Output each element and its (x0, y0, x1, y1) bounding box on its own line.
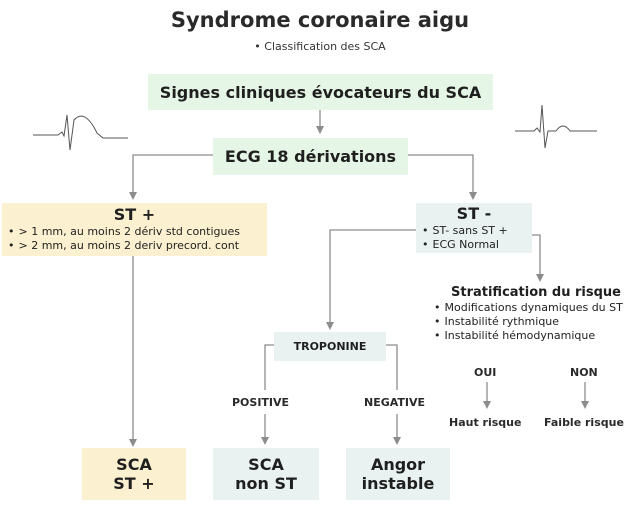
st-plus-bullet: > 2 mm, au moins 2 deriv precord. cont (8, 239, 267, 253)
label-positive: POSITIVE (232, 396, 290, 409)
ecg-waveform-st-elevation-icon (33, 114, 128, 151)
connector-troponine-negative (386, 344, 398, 390)
st-plus-bullet: > 1 mm, au moins 2 dériv std contigues (8, 225, 267, 239)
label-faible-risque: Faible risque (544, 416, 624, 429)
node-troponine: TROPONINE (274, 332, 386, 361)
label-negative: NEGATIVE (364, 396, 426, 409)
page-subtitle: • Classification des SCA (254, 40, 386, 53)
node-angor-instable: Angor instable (346, 448, 450, 500)
ecg-waveform-normal-icon (515, 104, 597, 149)
connector-st-minus-to-stratification (532, 234, 544, 282)
connector-ecg-to-st-plus (129, 154, 213, 200)
node-clinical-signs-label: Signes cliniques évocateurs du SCA (159, 82, 482, 102)
subtitle-text: Classification des SCA (264, 40, 386, 53)
label-haut-risque: Haut risque (449, 416, 522, 429)
page-title: Syndrome coronaire aigu (170, 8, 470, 32)
st-minus-bullet: ST- sans ST + (422, 224, 532, 238)
node-stratification: Stratification du risque Modifications d… (434, 285, 638, 347)
node-sca-non-st-line: non ST (235, 474, 297, 493)
node-troponine-label: TROPONINE (293, 340, 367, 353)
node-st-plus-title: ST + (113, 205, 156, 224)
node-st-plus: ST + > 1 mm, au moins 2 dériv std contig… (2, 203, 267, 256)
connector-st-minus-to-troponine (326, 229, 416, 330)
node-st-minus-title: ST - (456, 204, 492, 223)
node-sca-st-plus-line: ST + (113, 474, 155, 493)
node-angor-line: instable (361, 474, 435, 493)
st-minus-bullet: ECG Normal (422, 238, 532, 252)
node-st-minus: ST - ST- sans ST + ECG Normal (416, 203, 532, 253)
label-oui: OUI (474, 366, 497, 379)
node-angor-line: Angor (370, 455, 426, 474)
connector-troponine-positive (264, 344, 274, 390)
stratification-bullet: Instabilité hémodynamique (434, 329, 638, 343)
stratification-bullet: Instabilité rythmique (434, 315, 638, 329)
node-sca-st-plus-line: SCA (116, 455, 152, 474)
node-ecg: ECG 18 dérivations (213, 138, 408, 175)
stratification-bullet: Modifications dynamiques du ST (434, 301, 638, 315)
label-non: NON (570, 366, 598, 379)
node-sca-st-plus: SCA ST + (82, 448, 186, 500)
connector-ecg-to-st-minus (408, 154, 477, 200)
node-clinical-signs: Signes cliniques évocateurs du SCA (148, 74, 493, 110)
node-ecg-label: ECG 18 dérivations (224, 147, 397, 166)
node-sca-non-st: SCA non ST (213, 448, 319, 500)
node-sca-non-st-line: SCA (248, 455, 284, 474)
node-stratification-title: Stratification du risque (451, 285, 621, 300)
